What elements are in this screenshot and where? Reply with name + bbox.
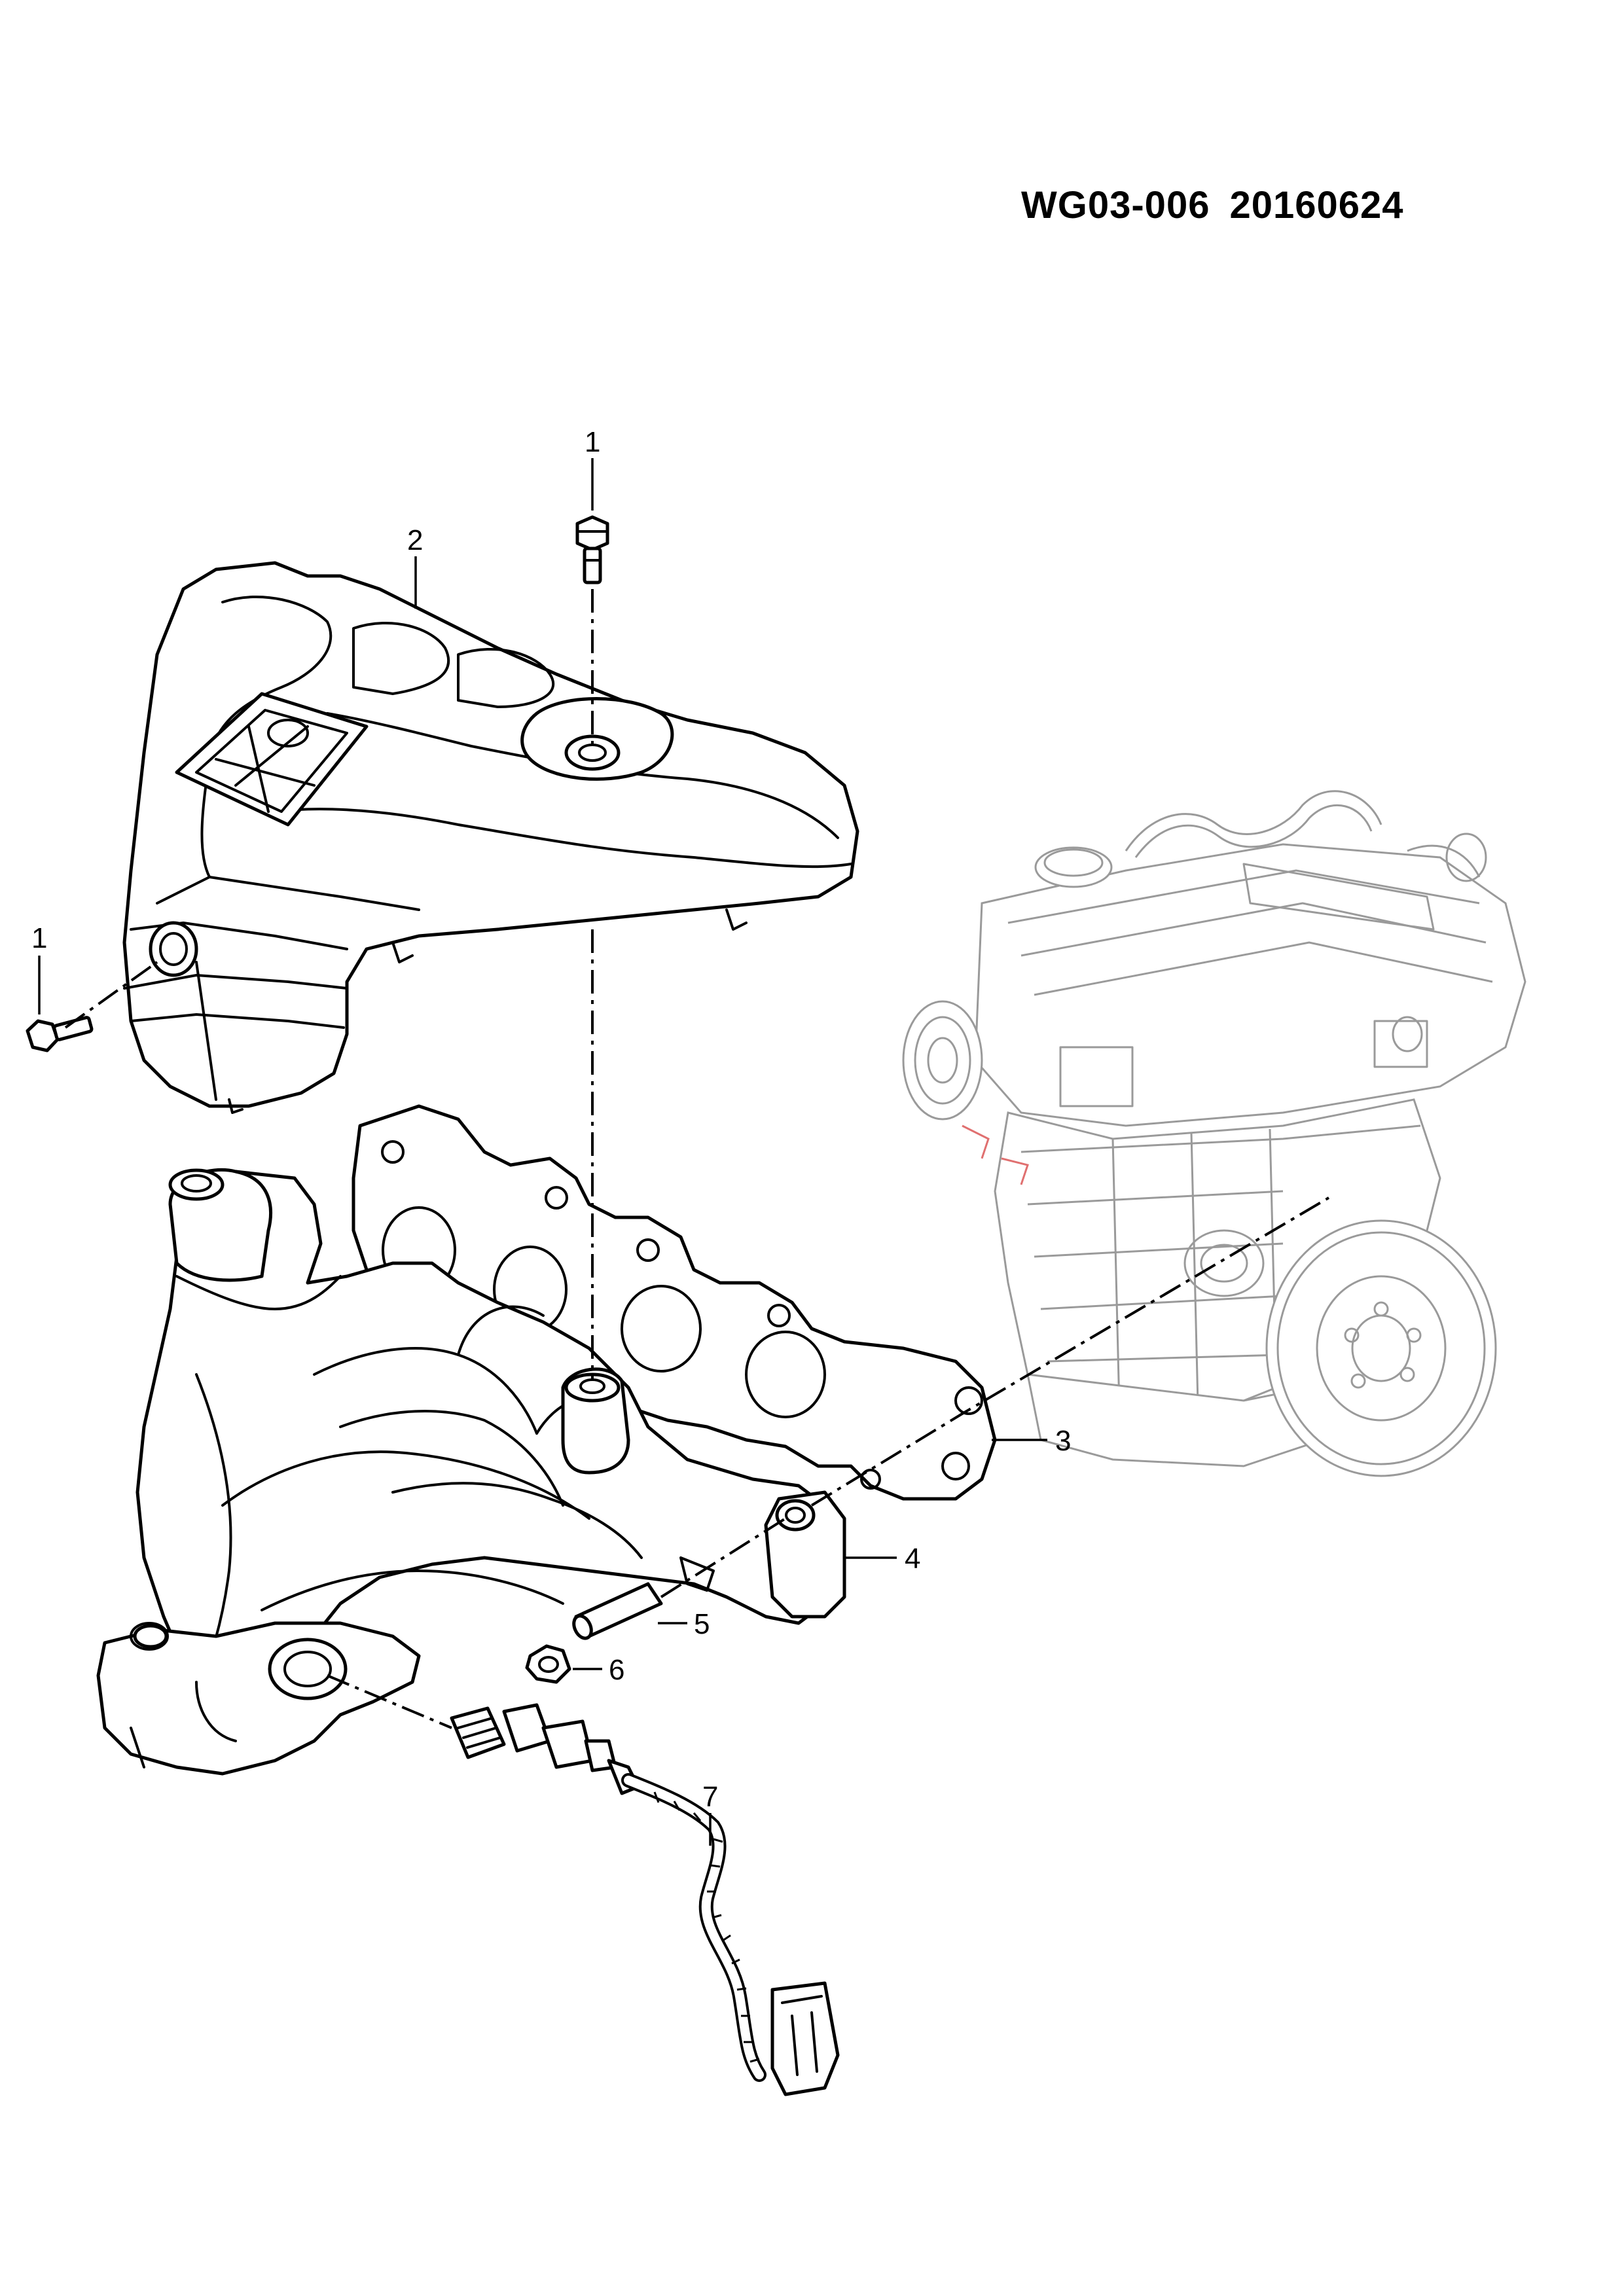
- drawing-code: WG03-006: [1021, 184, 1210, 226]
- callout-5: 5: [694, 1608, 710, 1640]
- callout-1-left: 1: [31, 922, 47, 954]
- callout-6: 6: [609, 1654, 624, 1686]
- assembly-centerlines: [64, 589, 1330, 1729]
- callout-4: 4: [905, 1543, 920, 1575]
- oxygen-sensor: [450, 1703, 840, 2096]
- callout-7: 7: [702, 1781, 718, 1813]
- drawing-header: WG03-006 20160624: [1021, 183, 1424, 227]
- callout-labels: 1 1 2 3 4 5 6 7: [31, 426, 1071, 1813]
- bolt-left: [26, 1016, 94, 1052]
- stud: [572, 1582, 663, 1640]
- callout-3: 3: [1055, 1425, 1071, 1457]
- callout-2: 2: [407, 524, 423, 556]
- nut: [525, 1644, 571, 1684]
- date-code: 20160624: [1229, 184, 1404, 226]
- exhaust-manifold: [96, 1168, 846, 1776]
- leader-lines: [38, 458, 1047, 1846]
- engine-assembly: [902, 790, 1526, 1477]
- bolt-top: [575, 515, 609, 584]
- callout-1-top: 1: [585, 426, 600, 458]
- heat-shield: [122, 561, 859, 1114]
